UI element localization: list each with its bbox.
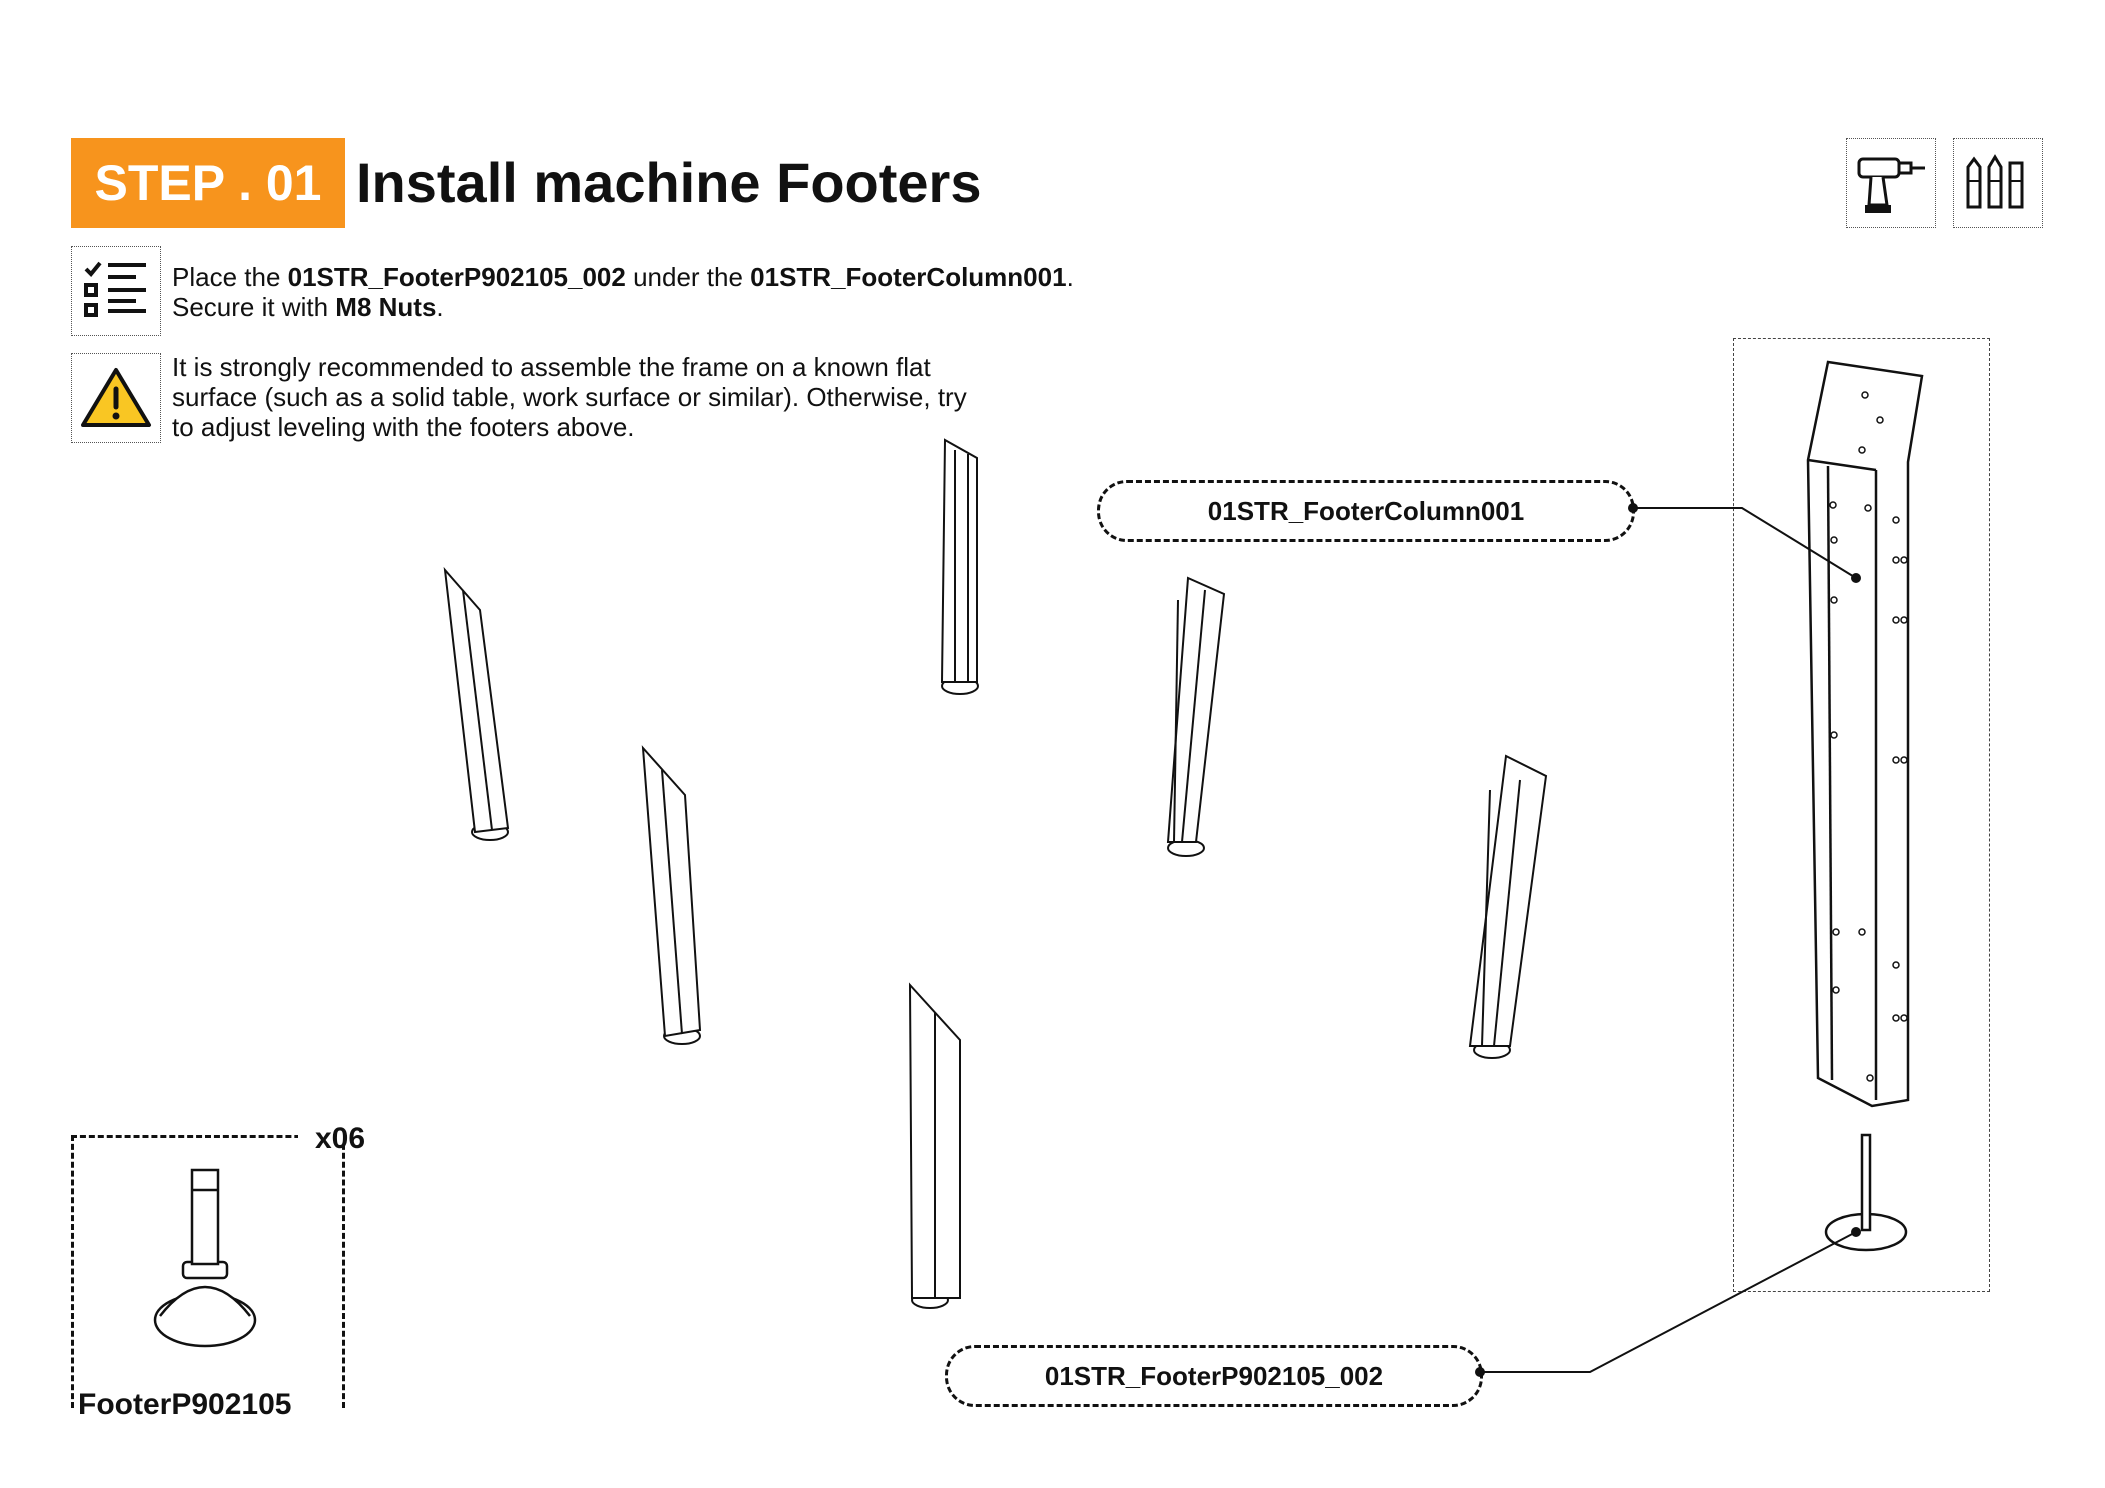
instruction-text-3: . [1066, 262, 1074, 292]
footer-column-6 [1468, 754, 1548, 1059]
parts-box-gap [298, 1132, 346, 1142]
warning-line-2: surface (such as a solid table, work sur… [172, 382, 967, 412]
warning-text: It is strongly recommended to assemble t… [172, 352, 967, 442]
warning-icon [71, 353, 161, 443]
parts-quantity: x06 [315, 1122, 366, 1155]
footer-column-1 [443, 566, 510, 841]
parts-name: FooterP902105 [78, 1388, 298, 1422]
detail-column-holes [1829, 391, 1908, 1082]
footer-column-2 [641, 745, 702, 1045]
footer-column-5 [1166, 576, 1226, 857]
detail-box [1733, 338, 1990, 1292]
detail-column [1806, 360, 1924, 1108]
page-title: Install machine Footers [356, 151, 982, 214]
instruction-text-5: . [436, 292, 444, 322]
checklist-icon [71, 246, 161, 336]
callout-column-label: 01STR_FooterColumn001 [1207, 495, 1525, 526]
part-a-name: 01STR_FooterP902105_002 [287, 262, 626, 292]
step-badge: STEP . 01 [71, 138, 345, 228]
callout-footer-label: 01STR_FooterP902105_002 [1044, 1360, 1384, 1391]
drill-icon [1846, 138, 1936, 228]
instruction-text-1: Place the [172, 262, 288, 292]
parts-footer-illustration [153, 1168, 257, 1348]
detail-footer [1824, 1133, 1908, 1252]
warning-line-3: to adjust leveling with the footers abov… [172, 412, 635, 442]
instruction-text-4: Secure it with [172, 292, 336, 322]
instruction-text: Place the 01STR_FooterP902105_002 under … [172, 262, 1074, 322]
fastener-name: M8 Nuts [335, 292, 437, 322]
parts-box [71, 1135, 345, 1408]
screwdriver-bits-icon [1953, 138, 2043, 228]
footer-column-4 [908, 982, 961, 1309]
step-label: STEP . 01 [94, 155, 322, 211]
footer-column-3 [940, 438, 979, 695]
instruction-text-2: under the [625, 262, 751, 292]
warning-line-1: It is strongly recommended to assemble t… [172, 352, 931, 382]
part-b-name: 01STR_FooterColumn001 [750, 262, 1067, 292]
